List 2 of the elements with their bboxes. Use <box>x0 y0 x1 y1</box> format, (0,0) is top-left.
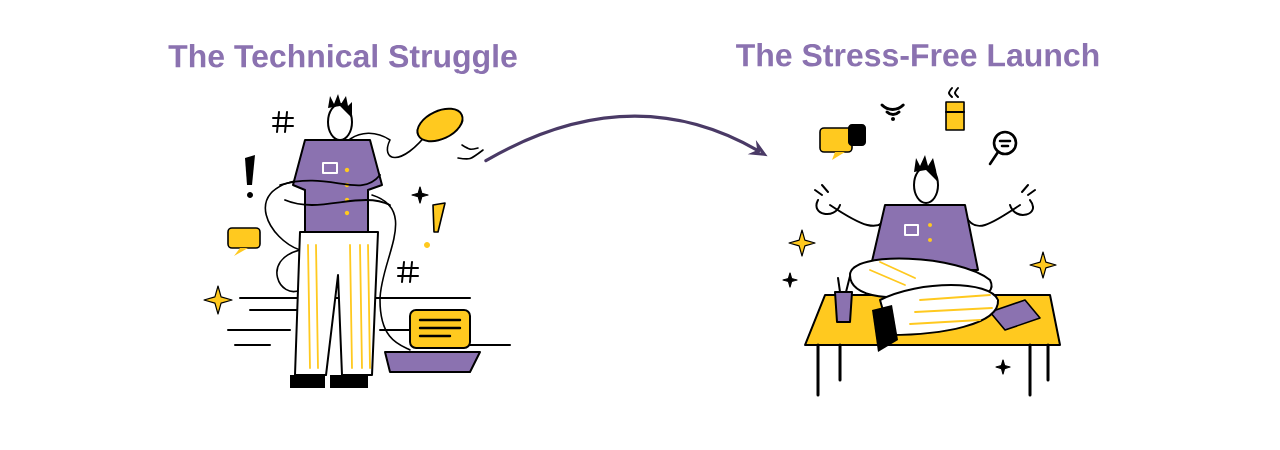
illustration: The Stress-Free Launch <box>736 43 1099 67</box>
illustration: The Technical Struggle <box>168 44 517 75</box>
